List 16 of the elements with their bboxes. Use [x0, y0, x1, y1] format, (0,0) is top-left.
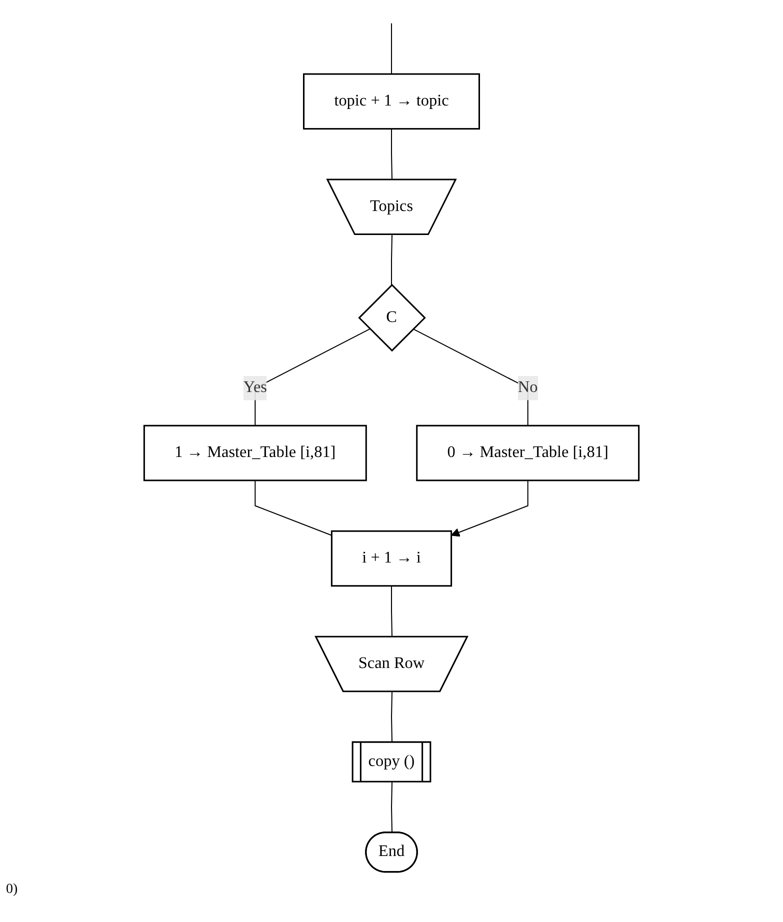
- edge-label: Yes: [243, 378, 267, 396]
- connector: [391, 23, 392, 74]
- node-diamond: C: [358, 284, 426, 352]
- connector: [391, 128, 393, 180]
- edge-label: No: [518, 378, 538, 396]
- node-box: i + 1 → i: [330, 530, 452, 587]
- connector: [391, 234, 393, 285]
- node-box: 0 → Master_Table [i,81]: [416, 424, 640, 482]
- node-box: 1 → Master_Table [i,81]: [143, 424, 367, 482]
- node-box: topic + 1 → topic: [303, 73, 480, 130]
- note-text: 0): [6, 882, 19, 898]
- connector: [391, 692, 393, 743]
- arrow: [450, 480, 528, 537]
- connector: [391, 586, 393, 638]
- connector: [254, 480, 332, 536]
- connector: [391, 782, 393, 833]
